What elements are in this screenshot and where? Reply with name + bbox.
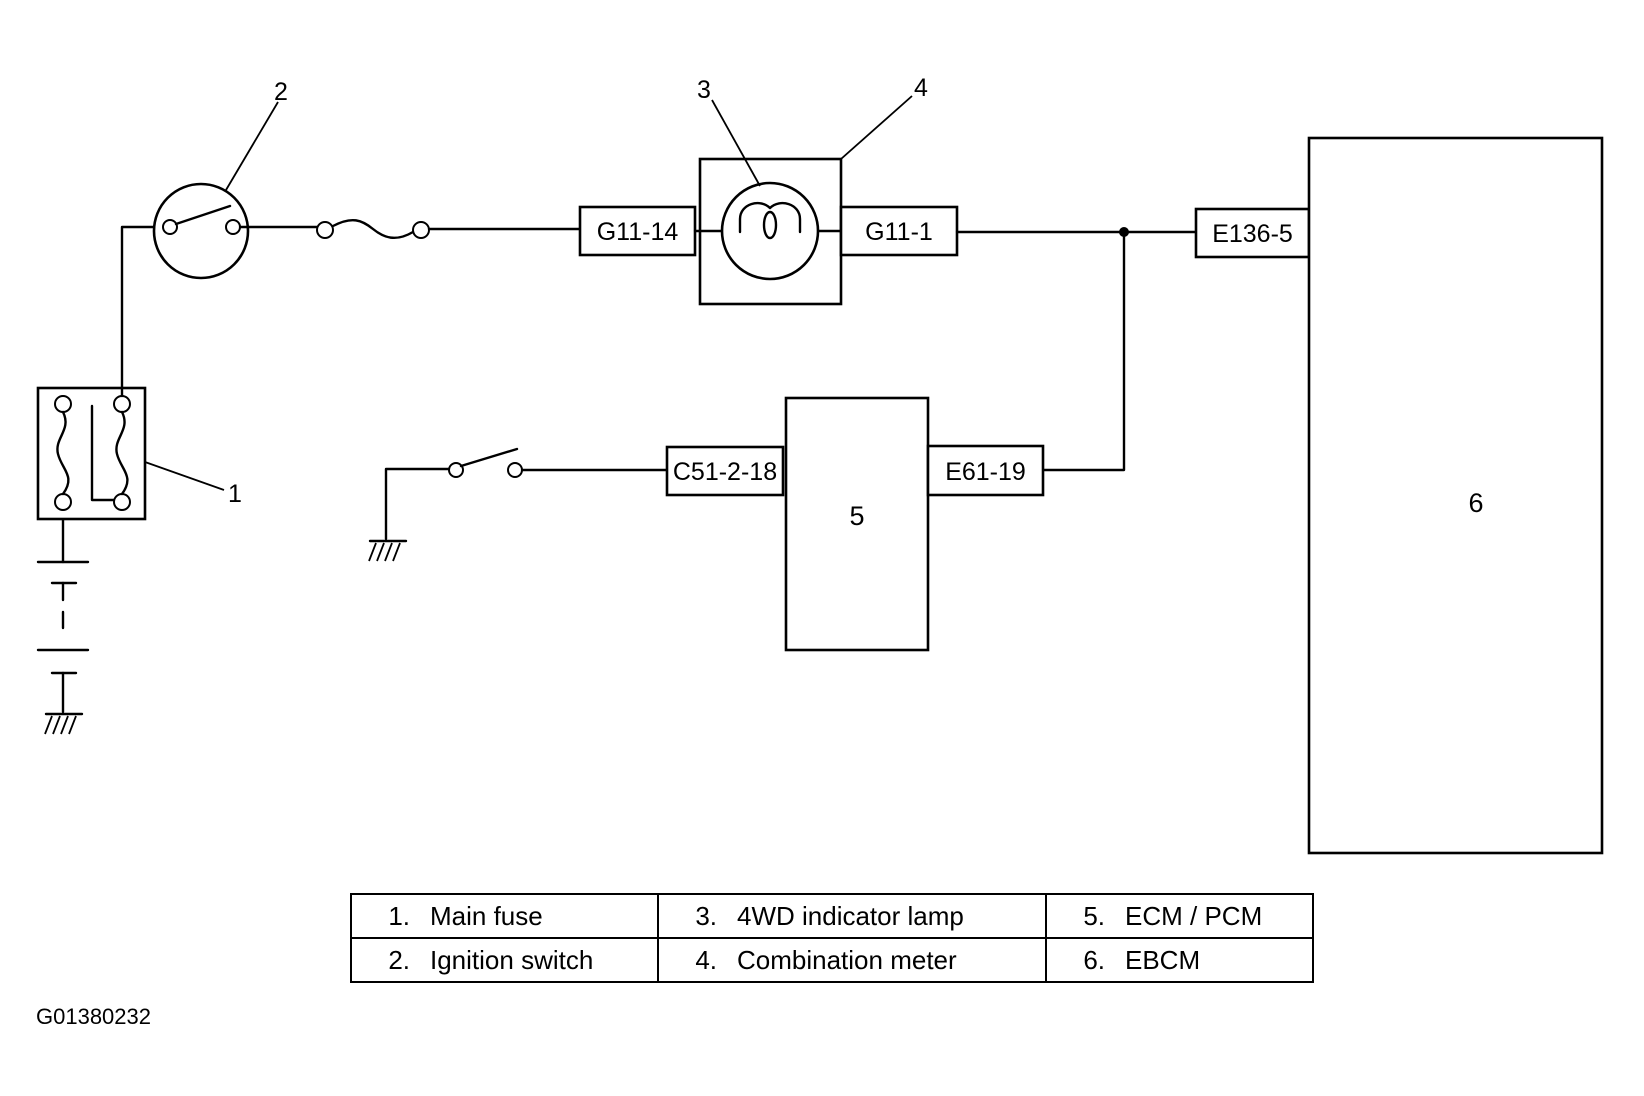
figure-code: G01380232 — [36, 1004, 151, 1029]
connector-e61-19 — [926, 444, 1045, 497]
connector-e136-5 — [1194, 207, 1311, 259]
connector-c51-2-18-label: C51-2-18 — [673, 458, 777, 486]
legend-cell: 1. Main fuse — [350, 893, 659, 939]
inline-fuse — [316, 218, 430, 240]
legend-row: 1. Main fuse 3. 4WD indicator lamp 5. ECM /… — [350, 893, 1314, 939]
ground-switch — [448, 447, 523, 478]
legend-label: 4WD indicator lamp — [737, 900, 964, 931]
connector-g11-1 — [839, 205, 959, 257]
ignition-switch — [152, 101, 279, 280]
connector-e61-19-label: E61-19 — [945, 458, 1026, 486]
legend-cell: 3. 4WD indicator lamp — [657, 893, 1047, 939]
legend-label: Ignition switch — [430, 944, 594, 975]
legend-number: 5. — [1083, 900, 1105, 931]
legend-cell: 5. ECM / PCM — [1045, 893, 1314, 939]
legend-cell: 4. Combination meter — [657, 937, 1047, 983]
legend-cell: 2. Ignition switch — [350, 937, 659, 983]
switch-ground-icon — [368, 539, 408, 562]
legend-cell: 6. EBCM — [1045, 937, 1314, 983]
wire-junction-to-e61-19 — [1041, 230, 1126, 472]
ebcm-box — [1307, 136, 1604, 855]
combination-meter-callout: 4 — [914, 74, 928, 102]
connector-e136-5-label: E136-5 — [1212, 220, 1293, 248]
connector-g11-1-label: G11-1 — [865, 218, 933, 246]
main-fuse — [36, 386, 225, 521]
legend-number: 6. — [1083, 944, 1105, 975]
battery-ground-icon — [44, 712, 84, 735]
legend-number: 2. — [388, 944, 410, 975]
connector-c51-2-18 — [665, 445, 785, 497]
main-fuse-callout: 1 — [228, 480, 242, 508]
legend-table: 1. Main fuse 3. 4WD indicator lamp 5. ECM /… — [350, 893, 1314, 983]
ebcm-callout: 6 — [1468, 488, 1483, 518]
legend-number: 1. — [388, 900, 410, 931]
wire-fuse-to-ignition — [120, 225, 165, 398]
legend-label: Main fuse — [430, 900, 543, 931]
ecm-pcm-callout: 5 — [849, 501, 864, 531]
battery-symbol — [36, 504, 90, 714]
legend-row: 2. Ignition switch 4. Combination meter 6.… — [350, 937, 1314, 983]
legend-number: 3. — [695, 900, 717, 931]
legend-label: Combination meter — [737, 944, 957, 975]
ignition-switch-callout: 2 — [274, 78, 288, 106]
wire-switch-to-ground — [384, 467, 451, 541]
legend-number: 4. — [695, 944, 717, 975]
legend-label: EBCM — [1125, 944, 1201, 975]
ecm-pcm-box — [784, 396, 930, 652]
indicator-lamp-icon — [693, 99, 844, 281]
connector-g11-14-label: G11-14 — [597, 218, 679, 246]
indicator-lamp-callout: 3 — [697, 76, 711, 104]
legend-label: ECM / PCM — [1125, 900, 1263, 931]
